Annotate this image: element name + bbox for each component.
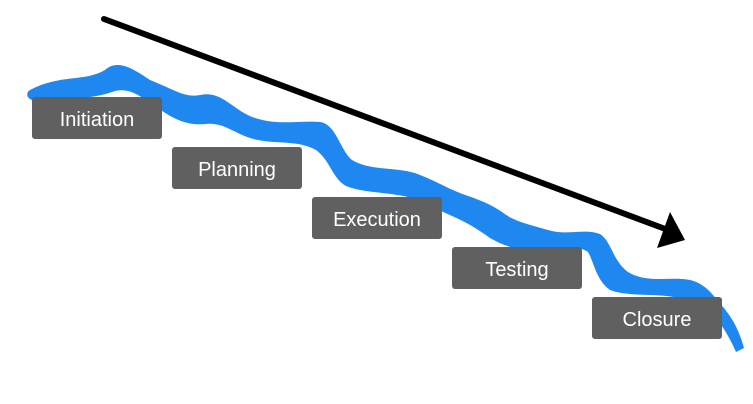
phase-box-planning: Planning: [172, 147, 302, 189]
phase-label-planning: Planning: [198, 159, 276, 181]
phase-label-execution: Execution: [333, 209, 421, 231]
phase-box-bg: [32, 97, 162, 139]
phase-box-bg: [312, 197, 442, 239]
trend-arrow-head: [657, 212, 685, 248]
phase-box-closure: Closure: [592, 297, 722, 339]
phase-box-bg: [172, 147, 302, 189]
phase-label-initiation: Initiation: [60, 109, 135, 131]
trend-arrow-shaft: [101, 16, 671, 233]
phase-box-bg: [452, 247, 582, 289]
phase-label-testing: Testing: [485, 259, 548, 281]
phase-box-testing: Testing: [452, 247, 582, 289]
phase-box-bg: [592, 297, 722, 339]
phase-box-initiation: Initiation: [32, 97, 162, 139]
phase-label-closure: Closure: [623, 309, 692, 331]
phase-box-execution: Execution: [312, 197, 442, 239]
waterfall-river: [27, 64, 745, 352]
arrow-down-right-icon: [101, 16, 685, 248]
